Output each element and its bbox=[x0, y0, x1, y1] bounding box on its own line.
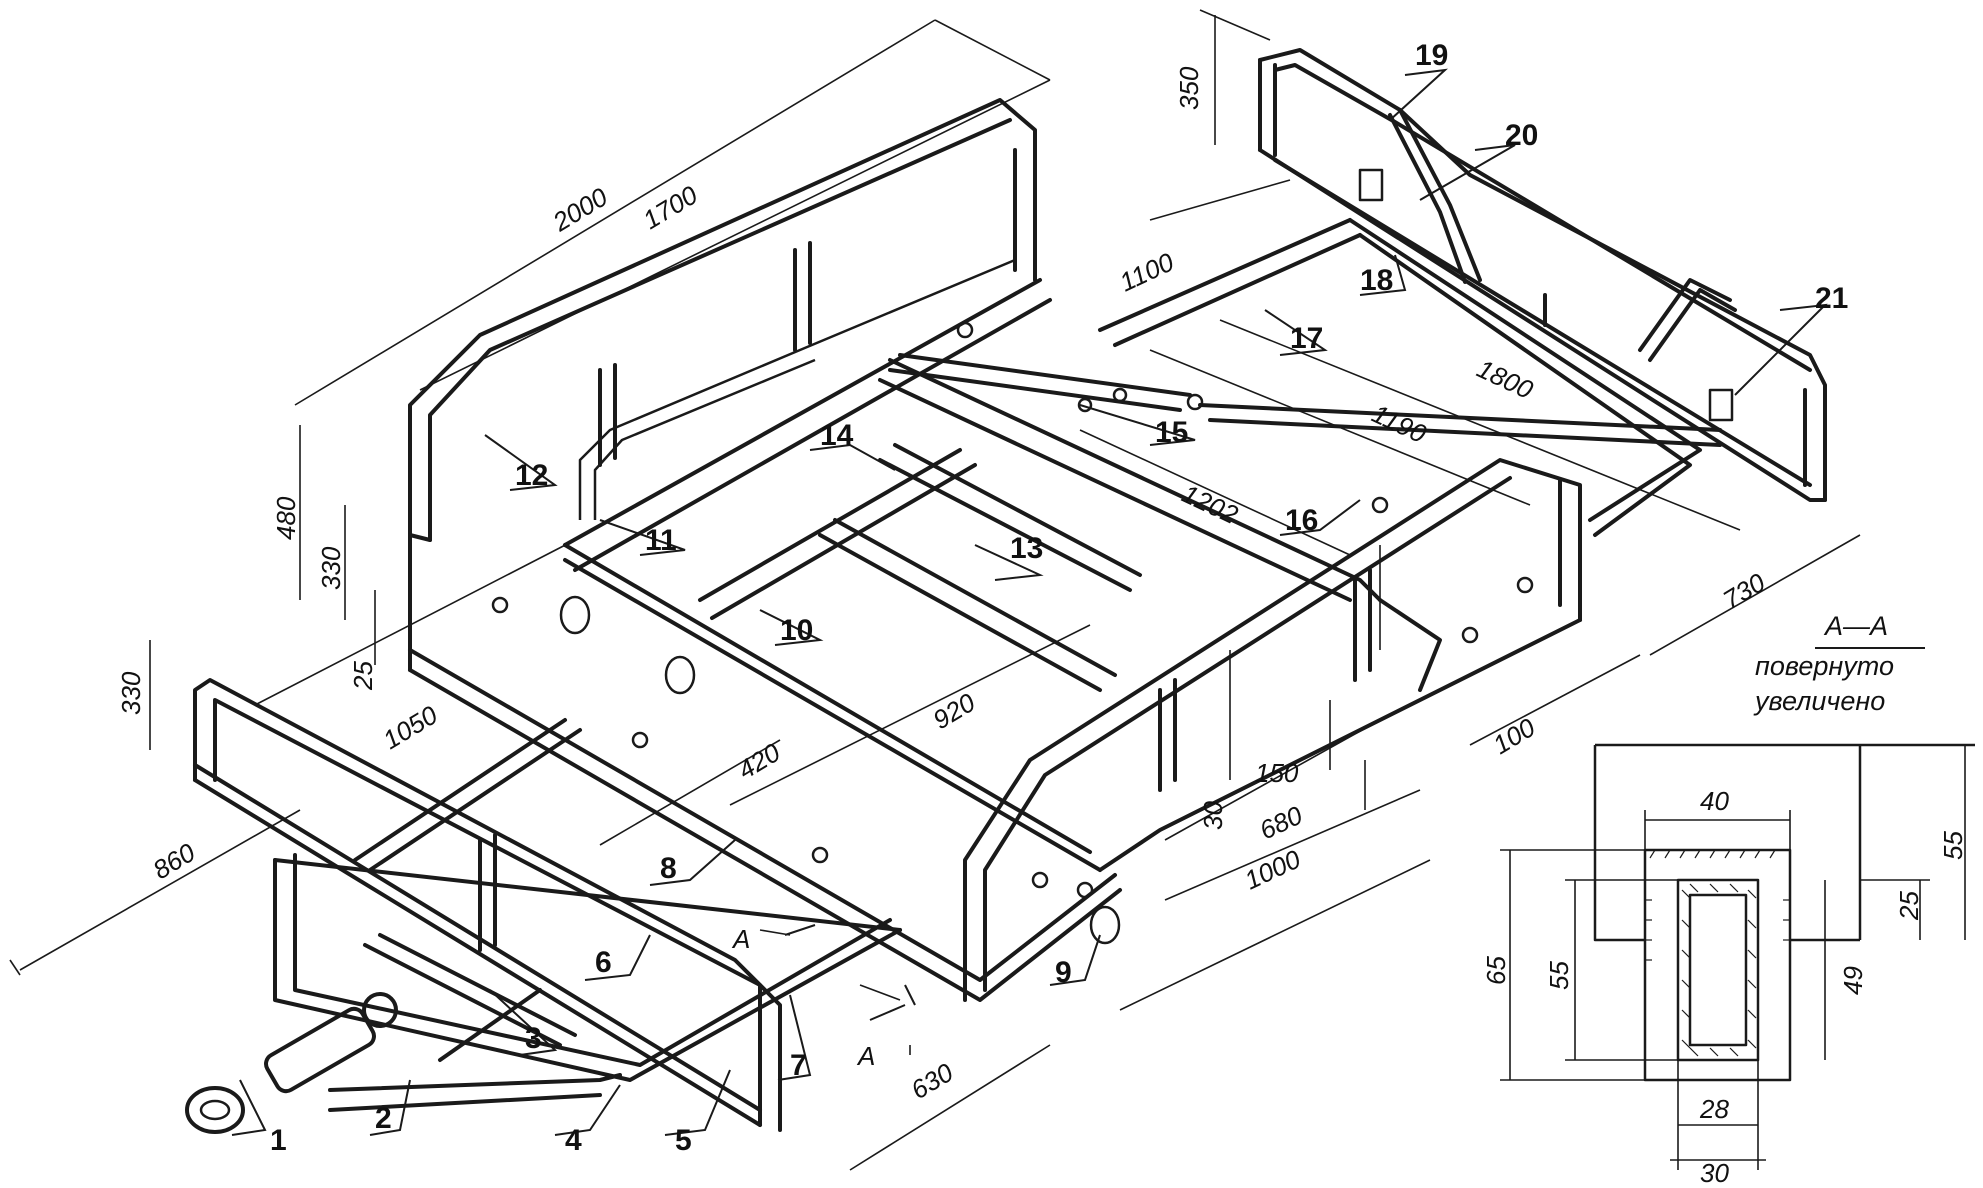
part-number-3: 3 bbox=[525, 1022, 542, 1055]
part-number-13: 13 bbox=[1010, 532, 1043, 565]
dim-1800: 1800 bbox=[1472, 353, 1538, 405]
dim-2000: 2000 bbox=[547, 181, 613, 237]
dim-680: 680 bbox=[1255, 800, 1307, 846]
dim-1700: 1700 bbox=[638, 179, 703, 235]
part-number-11: 11 bbox=[645, 524, 677, 557]
dim-1000: 1000 bbox=[1240, 844, 1306, 896]
dim-150: 150 bbox=[1255, 758, 1299, 788]
dim-25: 25 bbox=[348, 661, 378, 691]
part-number-1: 1 bbox=[270, 1124, 287, 1157]
part-number-20: 20 bbox=[1505, 119, 1538, 152]
dimension-lines bbox=[9, 9, 1861, 1171]
part-number-12: 12 bbox=[515, 459, 548, 492]
section-dim-30: 30 bbox=[1700, 1158, 1729, 1188]
section-subtitle-line1: повернуто bbox=[1755, 651, 1894, 681]
part-number-14: 14 bbox=[820, 419, 854, 452]
section-dim-65: 65 bbox=[1481, 956, 1511, 985]
part-numbers: 1 2 3 4 5 6 7 8 9 10 11 12 13 14 15 16 1… bbox=[270, 39, 1848, 1157]
section-dim-28: 28 bbox=[1699, 1094, 1729, 1124]
dim-630: 630 bbox=[906, 1057, 959, 1105]
part-number-16: 16 bbox=[1285, 504, 1318, 537]
dim-1050: 1050 bbox=[378, 699, 443, 755]
drawbar-frame bbox=[185, 678, 902, 1134]
section-dim-49: 49 bbox=[1838, 966, 1868, 995]
section-title: A—A bbox=[1823, 611, 1888, 641]
dim-420: 420 bbox=[733, 737, 786, 785]
dim-1190: 1190 bbox=[1367, 398, 1431, 449]
part-number-9: 9 bbox=[1055, 956, 1072, 989]
dim-100: 100 bbox=[1488, 712, 1541, 760]
section-dim-55-right: 55 bbox=[1938, 831, 1968, 860]
part-number-17: 17 bbox=[1290, 322, 1323, 355]
part-number-5: 5 bbox=[675, 1124, 692, 1157]
rear-frame bbox=[1098, 48, 1827, 537]
dim-480: 480 bbox=[271, 496, 301, 540]
dim-730: 730 bbox=[1718, 567, 1771, 615]
dim-30: 30 bbox=[1198, 801, 1228, 830]
part-number-7: 7 bbox=[790, 1049, 807, 1082]
dim-330-upper: 330 bbox=[316, 546, 346, 590]
left-body-frame bbox=[408, 98, 1582, 1002]
part-number-4: 4 bbox=[565, 1124, 582, 1157]
dim-330-lower: 330 bbox=[116, 671, 146, 715]
part-number-21: 21 bbox=[1815, 282, 1848, 315]
section-dim-40: 40 bbox=[1700, 786, 1729, 816]
part-number-18: 18 bbox=[1360, 264, 1393, 297]
dimension-values: 2000 1700 350 1100 1800 1190 1202 480 33… bbox=[116, 66, 1771, 1105]
section-mark-a-upper: A bbox=[731, 924, 750, 954]
part-number-10: 10 bbox=[780, 614, 813, 647]
section-a-a-detail: A—A повернуто увеличено bbox=[1481, 611, 1975, 1188]
dim-350: 350 bbox=[1174, 66, 1204, 110]
part-number-2: 2 bbox=[375, 1102, 392, 1135]
section-mark-a-lower: A bbox=[856, 1041, 875, 1071]
part-number-8: 8 bbox=[660, 852, 677, 885]
dim-1100: 1100 bbox=[1115, 246, 1179, 297]
part-number-6: 6 bbox=[595, 946, 612, 979]
section-dim-25: 25 bbox=[1894, 891, 1924, 921]
part-number-15: 15 bbox=[1155, 416, 1188, 449]
section-subtitle-line2: увеличено bbox=[1753, 686, 1885, 716]
leader-lines bbox=[231, 68, 1828, 1136]
dim-860: 860 bbox=[148, 837, 201, 885]
dim-920: 920 bbox=[928, 687, 981, 735]
section-dim-55-left: 55 bbox=[1544, 961, 1574, 990]
part-number-19: 19 bbox=[1415, 39, 1448, 72]
